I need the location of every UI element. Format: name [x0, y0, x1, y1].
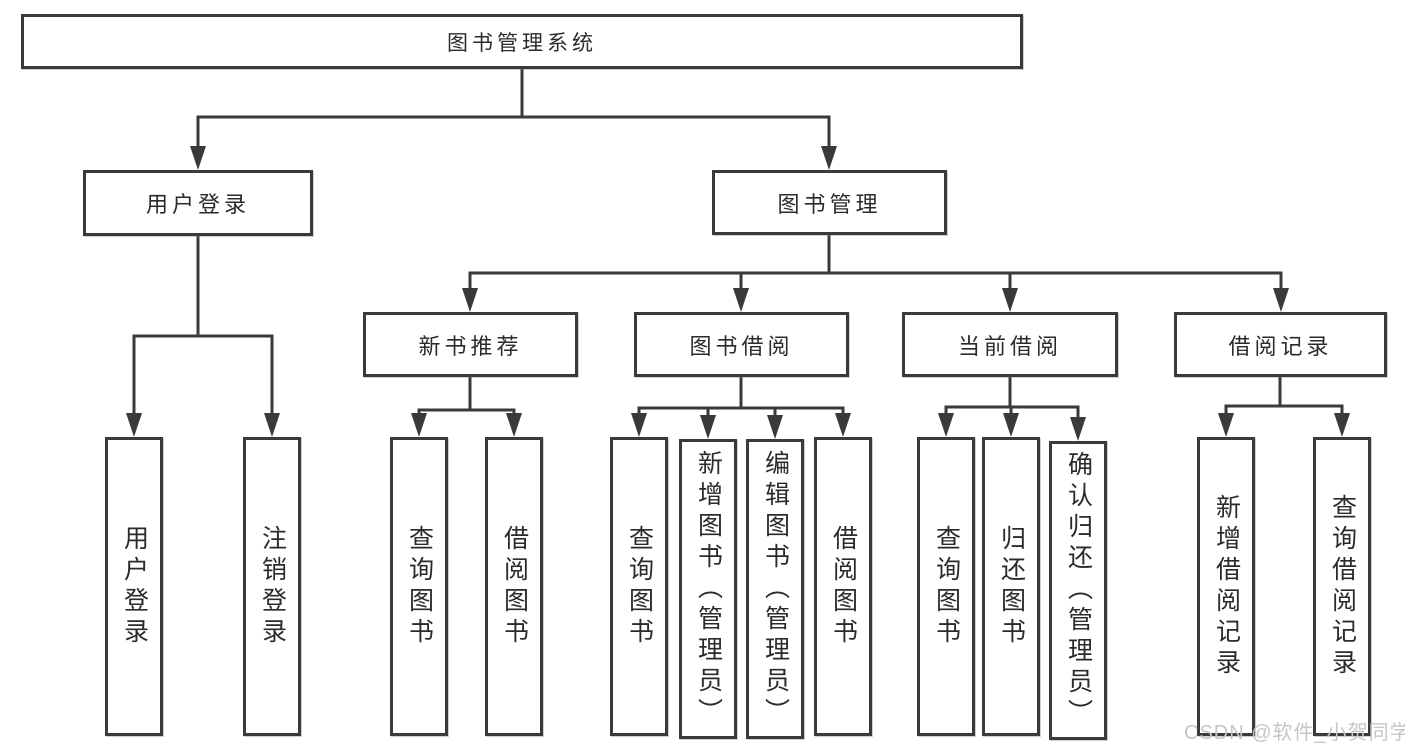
leaf-borrow-books-label: 借阅图书 — [829, 524, 858, 649]
connector-borrow-records-to-leaves — [1224, 375, 1344, 418]
leaf-edit-book-admin: 编辑图书（管理员） — [746, 439, 804, 739]
node-current-borrow: 当前借阅 — [902, 312, 1118, 377]
leaf-return-books-label: 归还图书 — [997, 524, 1026, 649]
node-borrow-records-label: 借阅记录 — [1228, 333, 1333, 359]
connector-new-book-to-leaves — [417, 375, 516, 418]
node-current-borrow-label: 当前借阅 — [957, 333, 1062, 359]
leaf-query-borrow-record: 查询借阅记录 — [1313, 437, 1371, 736]
node-new-book-recommend: 新书推荐 — [363, 312, 578, 377]
leaf-newbook-borrow-books-label: 借阅图书 — [500, 524, 529, 649]
leaf-newbook-query-books-label: 查询图书 — [405, 524, 434, 649]
leaf-add-borrow-record: 新增借阅记录 — [1197, 437, 1255, 736]
leaf-confirm-return-admin: 确认归还（管理员） — [1049, 441, 1107, 740]
leaf-borrow-query-books: 查询图书 — [610, 437, 668, 736]
leaf-confirm-return-admin-label: 确认归还（管理员） — [1064, 451, 1093, 730]
leaf-query-borrow-record-label: 查询借阅记录 — [1328, 493, 1357, 680]
csdn-watermark: CSDN @软件_小贺同学 — [1184, 722, 1405, 744]
leaf-return-books: 归还图书 — [982, 437, 1040, 736]
leaf-newbook-borrow-books: 借阅图书 — [485, 437, 543, 736]
leaf-borrow-query-books-label: 查询图书 — [625, 524, 654, 649]
leaf-user-login-label: 用户登录 — [120, 524, 149, 649]
node-book-management-label: 图书管理 — [777, 191, 882, 217]
connector-root-to-level2 — [196, 67, 831, 150]
leaf-logout: 注销登录 — [243, 437, 301, 736]
leaf-logout-label: 注销登录 — [258, 524, 287, 649]
leaf-borrow-books: 借阅图书 — [814, 437, 872, 736]
connector-current-borrow-to-leaves — [944, 375, 1080, 421]
connector-book-management-to-level3 — [468, 232, 1283, 292]
leaf-edit-book-admin-label: 编辑图书（管理员） — [761, 449, 790, 729]
node-book-borrow-label: 图书借阅 — [689, 333, 794, 359]
node-new-book-recommend-label: 新书推荐 — [418, 333, 523, 359]
node-root-library-system: 图书管理系统 — [21, 14, 1023, 69]
node-user-login-label: 用户登录 — [145, 192, 250, 217]
node-book-management: 图书管理 — [712, 170, 947, 235]
leaf-current-query-books-label: 查询图书 — [932, 524, 961, 649]
leaf-add-book-admin: 新增图书（管理员） — [679, 439, 737, 739]
leaf-add-borrow-record-label: 新增借阅记录 — [1212, 493, 1241, 680]
node-user-login: 用户登录 — [83, 170, 313, 236]
leaf-current-query-books: 查询图书 — [917, 437, 975, 736]
node-root-label: 图书管理系统 — [447, 31, 597, 55]
connector-book-borrow-to-leaves — [637, 375, 845, 418]
node-book-borrow: 图书借阅 — [634, 312, 849, 377]
leaf-newbook-query-books: 查询图书 — [390, 437, 448, 736]
node-borrow-records: 借阅记录 — [1174, 312, 1387, 377]
connector-user-login-to-leaves — [132, 234, 274, 417]
leaf-user-login: 用户登录 — [105, 437, 163, 736]
leaf-add-book-admin-label: 新增图书（管理员） — [694, 449, 723, 729]
